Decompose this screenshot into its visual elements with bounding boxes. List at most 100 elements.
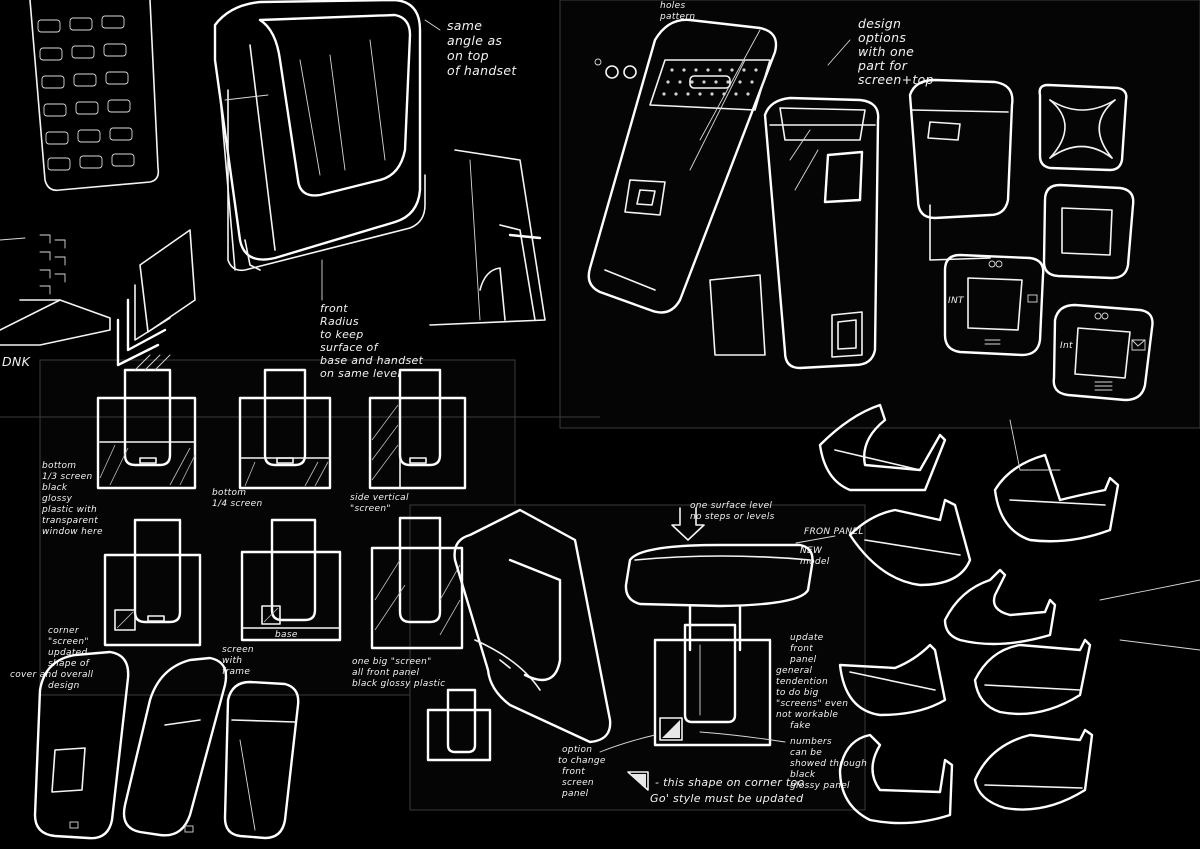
svg-text:holes: holes bbox=[660, 1, 685, 11]
svg-text:bottom: bottom bbox=[212, 488, 246, 498]
svg-text:screen+top: screen+top bbox=[858, 72, 934, 87]
front-view-variant-2 bbox=[238, 368, 332, 490]
svg-text:fake: fake bbox=[790, 721, 811, 731]
stand-detail-sketch bbox=[0, 229, 196, 367]
svg-text:"screen": "screen" bbox=[350, 504, 391, 514]
svg-text:general: general bbox=[776, 666, 813, 676]
note-bottom-third: bottom 1/3 screen black glossy plastic w… bbox=[41, 461, 103, 537]
svg-text:with: with bbox=[222, 656, 242, 666]
front-view-variant-4 bbox=[103, 518, 202, 647]
svg-text:can be: can be bbox=[790, 748, 822, 758]
svg-text:no steps or levels: no steps or levels bbox=[690, 512, 775, 522]
small-buttons bbox=[594, 58, 637, 79]
svg-text:glossy: glossy bbox=[42, 494, 73, 504]
svg-text:black: black bbox=[790, 770, 816, 780]
svg-text:base and handset: base and handset bbox=[320, 354, 424, 367]
note-design-options: design options with one part for screen+… bbox=[827, 16, 934, 87]
front-view-variant-3 bbox=[368, 368, 467, 490]
small-front-view bbox=[426, 688, 492, 762]
svg-text:1/4 screen: 1/4 screen bbox=[212, 499, 262, 509]
svg-text:- this shape on corner too: - this shape on corner too bbox=[655, 776, 805, 789]
svg-text:screen: screen bbox=[562, 778, 594, 788]
tower-base-sketch bbox=[763, 96, 880, 370]
note-bottom-quarter: bottom 1/4 screen bbox=[212, 488, 262, 509]
note-numbers: numbers can be showed through black glos… bbox=[699, 731, 867, 791]
svg-text:window here: window here bbox=[42, 527, 103, 537]
note-same-angle: same angle as on top of handset bbox=[447, 18, 517, 78]
svg-text:black glossy plastic: black glossy plastic bbox=[352, 679, 445, 689]
svg-text:Radius: Radius bbox=[320, 315, 359, 328]
svg-text:1/3 screen: 1/3 screen bbox=[42, 472, 92, 482]
svg-text:front: front bbox=[320, 302, 348, 315]
note-dnk: DNK bbox=[2, 354, 32, 369]
svg-text:showed through: showed through bbox=[790, 759, 867, 769]
svg-text:screen: screen bbox=[222, 645, 254, 655]
svg-text:glossy panel: glossy panel bbox=[790, 781, 850, 791]
svg-text:angle as: angle as bbox=[447, 33, 502, 48]
svg-text:plastic with: plastic with bbox=[41, 505, 97, 515]
svg-text:one big "screen": one big "screen" bbox=[352, 657, 432, 667]
svg-text:FRON PANEL: FRON PANEL bbox=[804, 527, 864, 537]
side-profile-sketch bbox=[429, 149, 546, 326]
svg-text:NEW: NEW bbox=[800, 546, 823, 556]
svg-text:cover and overall: cover and overall bbox=[10, 670, 94, 680]
svg-text:INT: INT bbox=[948, 296, 965, 306]
svg-text:options: options bbox=[858, 30, 906, 45]
keypad-phone-sketch bbox=[29, 0, 160, 192]
note-one-big-screen: one big "screen" all front panel black g… bbox=[352, 657, 445, 689]
svg-text:Go' style must be updated: Go' style must be updated bbox=[650, 792, 804, 805]
svg-text:tendention: tendention bbox=[776, 677, 828, 687]
paper-sheets bbox=[0, 0, 1200, 811]
svg-text:front: front bbox=[790, 644, 813, 654]
bottom-handsets bbox=[33, 650, 300, 840]
svg-text:with one: with one bbox=[858, 44, 914, 59]
note-screen-frame: screen with frame bbox=[222, 645, 254, 677]
svg-text:frame: frame bbox=[222, 667, 250, 677]
svg-text:on same level: on same level bbox=[320, 367, 401, 380]
svg-text:to do big: to do big bbox=[776, 688, 819, 698]
note-side-vertical: side vertical "screen" bbox=[350, 493, 409, 514]
note-front-radius: front Radius to keep surface of base and… bbox=[320, 259, 424, 380]
svg-text:panel: panel bbox=[789, 655, 817, 665]
svg-text:of handset: of handset bbox=[447, 63, 517, 78]
svg-text:all front panel: all front panel bbox=[352, 668, 420, 678]
svg-text:corner: corner bbox=[48, 626, 80, 636]
svg-text:base: base bbox=[275, 630, 298, 640]
svg-text:to keep: to keep bbox=[320, 328, 364, 341]
svg-text:on top: on top bbox=[447, 48, 489, 63]
svg-text:bottom: bottom bbox=[42, 461, 76, 471]
front-view-variant-1 bbox=[96, 354, 197, 490]
shell-shapes bbox=[818, 403, 1200, 825]
note-one-surface: one surface level no steps or levels bbox=[690, 501, 775, 522]
svg-text:option: option bbox=[562, 745, 592, 755]
svg-text:not workable: not workable bbox=[776, 710, 838, 720]
svg-text:same: same bbox=[447, 18, 482, 33]
svg-text:panel: panel bbox=[561, 789, 589, 799]
svg-text:black: black bbox=[42, 483, 68, 493]
svg-text:"screens" even: "screens" even bbox=[776, 699, 848, 709]
svg-text:to change: to change bbox=[558, 756, 606, 766]
note-corner-screen: corner "screen" updated shape of cover a… bbox=[10, 626, 94, 691]
svg-text:updated: updated bbox=[48, 648, 88, 658]
note-holes-pattern: holes pattern bbox=[659, 1, 695, 22]
front-view-variant-6 bbox=[370, 516, 464, 650]
note-corner-shape: - this shape on corner too Go' style mus… bbox=[627, 771, 805, 805]
svg-text:front: front bbox=[562, 767, 585, 777]
svg-text:update: update bbox=[790, 633, 824, 643]
svg-text:numbers: numbers bbox=[790, 737, 832, 747]
dock-top-view-sketch bbox=[624, 507, 814, 747]
svg-text:one surface level: one surface level bbox=[690, 501, 772, 511]
note-update-front-panel: update front panel general tendention to… bbox=[776, 633, 848, 731]
handset-dock-sketch bbox=[213, 0, 441, 272]
svg-text:transparent: transparent bbox=[42, 516, 98, 526]
svg-text:"screen": "screen" bbox=[48, 637, 89, 647]
note-option-change: option to change front screen panel bbox=[558, 734, 656, 799]
int-device-2: Int bbox=[1052, 303, 1154, 402]
x-shape-sketch bbox=[1038, 83, 1128, 172]
rounded-cushion-sketch bbox=[1042, 183, 1135, 280]
svg-text:side vertical: side vertical bbox=[350, 493, 409, 503]
svg-text:part for: part for bbox=[857, 58, 908, 73]
tall-handset-sketch bbox=[587, 18, 778, 356]
svg-text:model: model bbox=[800, 557, 830, 567]
svg-text:design: design bbox=[48, 681, 80, 691]
